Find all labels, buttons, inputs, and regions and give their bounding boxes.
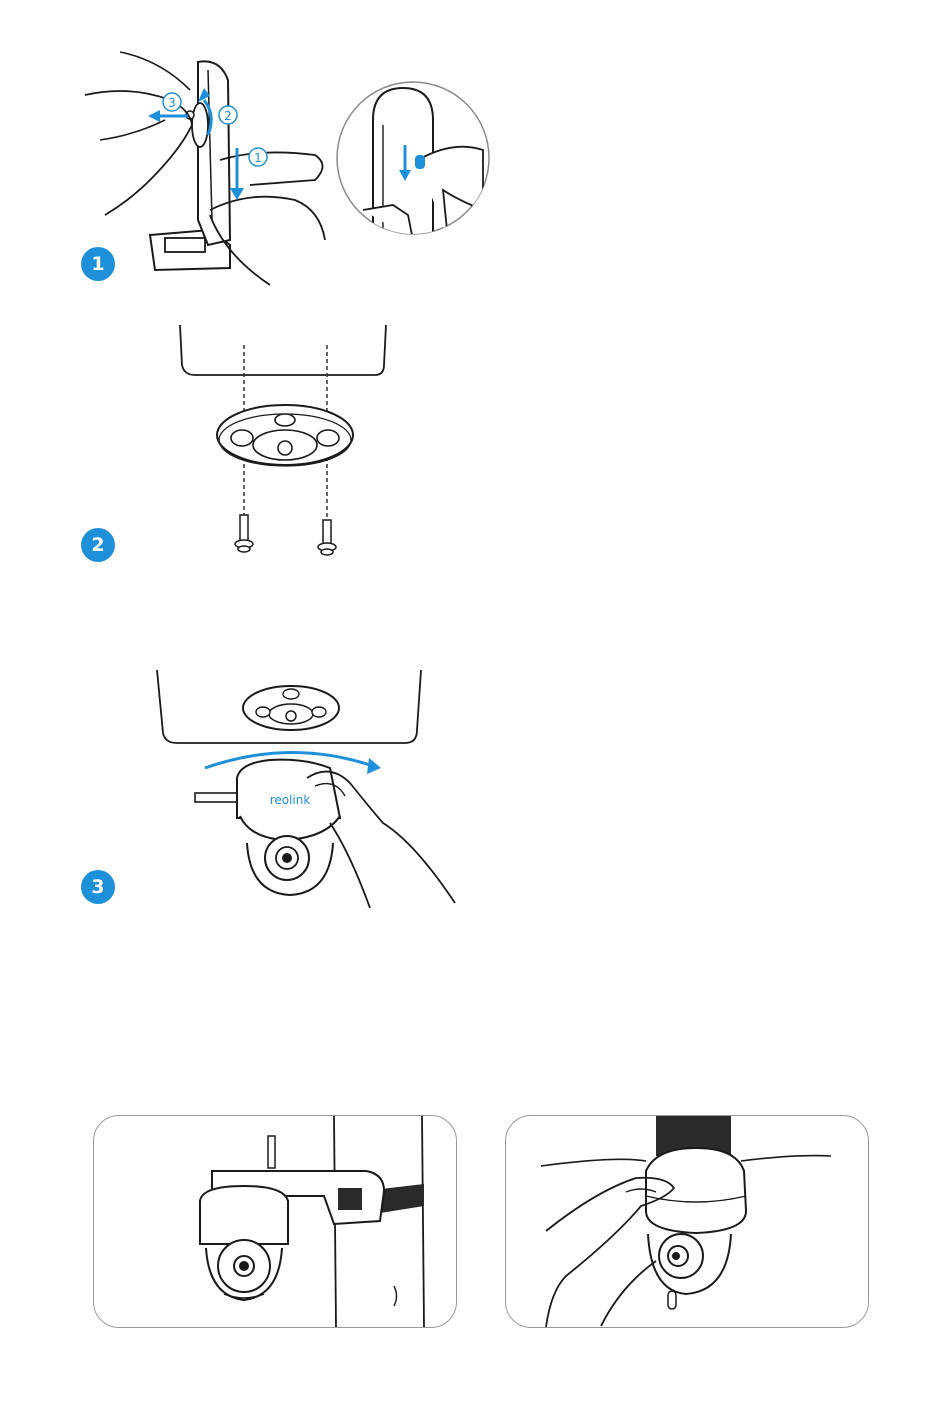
step-3-badge: 3: [81, 870, 115, 904]
screw-right: [318, 520, 336, 555]
step1-detail-zoom: [333, 80, 493, 240]
wall-mounted-camera-illustration: [94, 1116, 456, 1327]
arrow-left-icon: [148, 110, 188, 122]
substep-2-label: 2: [224, 109, 232, 123]
screw-left: [235, 515, 253, 552]
ceiling-mount-example-panel: [505, 1115, 869, 1328]
step-2-badge: 2: [81, 528, 115, 562]
substep-1-label: 1: [254, 151, 262, 165]
step1-bracket-illustration: 1 2 3: [80, 40, 340, 290]
step2-mount-illustration: [170, 320, 400, 565]
wall-mount-example-panel: [93, 1115, 457, 1328]
substep-3-label: 3: [168, 96, 176, 110]
ceiling-mounted-camera-illustration: [506, 1116, 868, 1327]
step3-attach-camera-illustration: reolink: [155, 668, 465, 913]
camera-brand-label: reolink: [270, 793, 311, 807]
step-1-badge: 1: [81, 247, 115, 281]
